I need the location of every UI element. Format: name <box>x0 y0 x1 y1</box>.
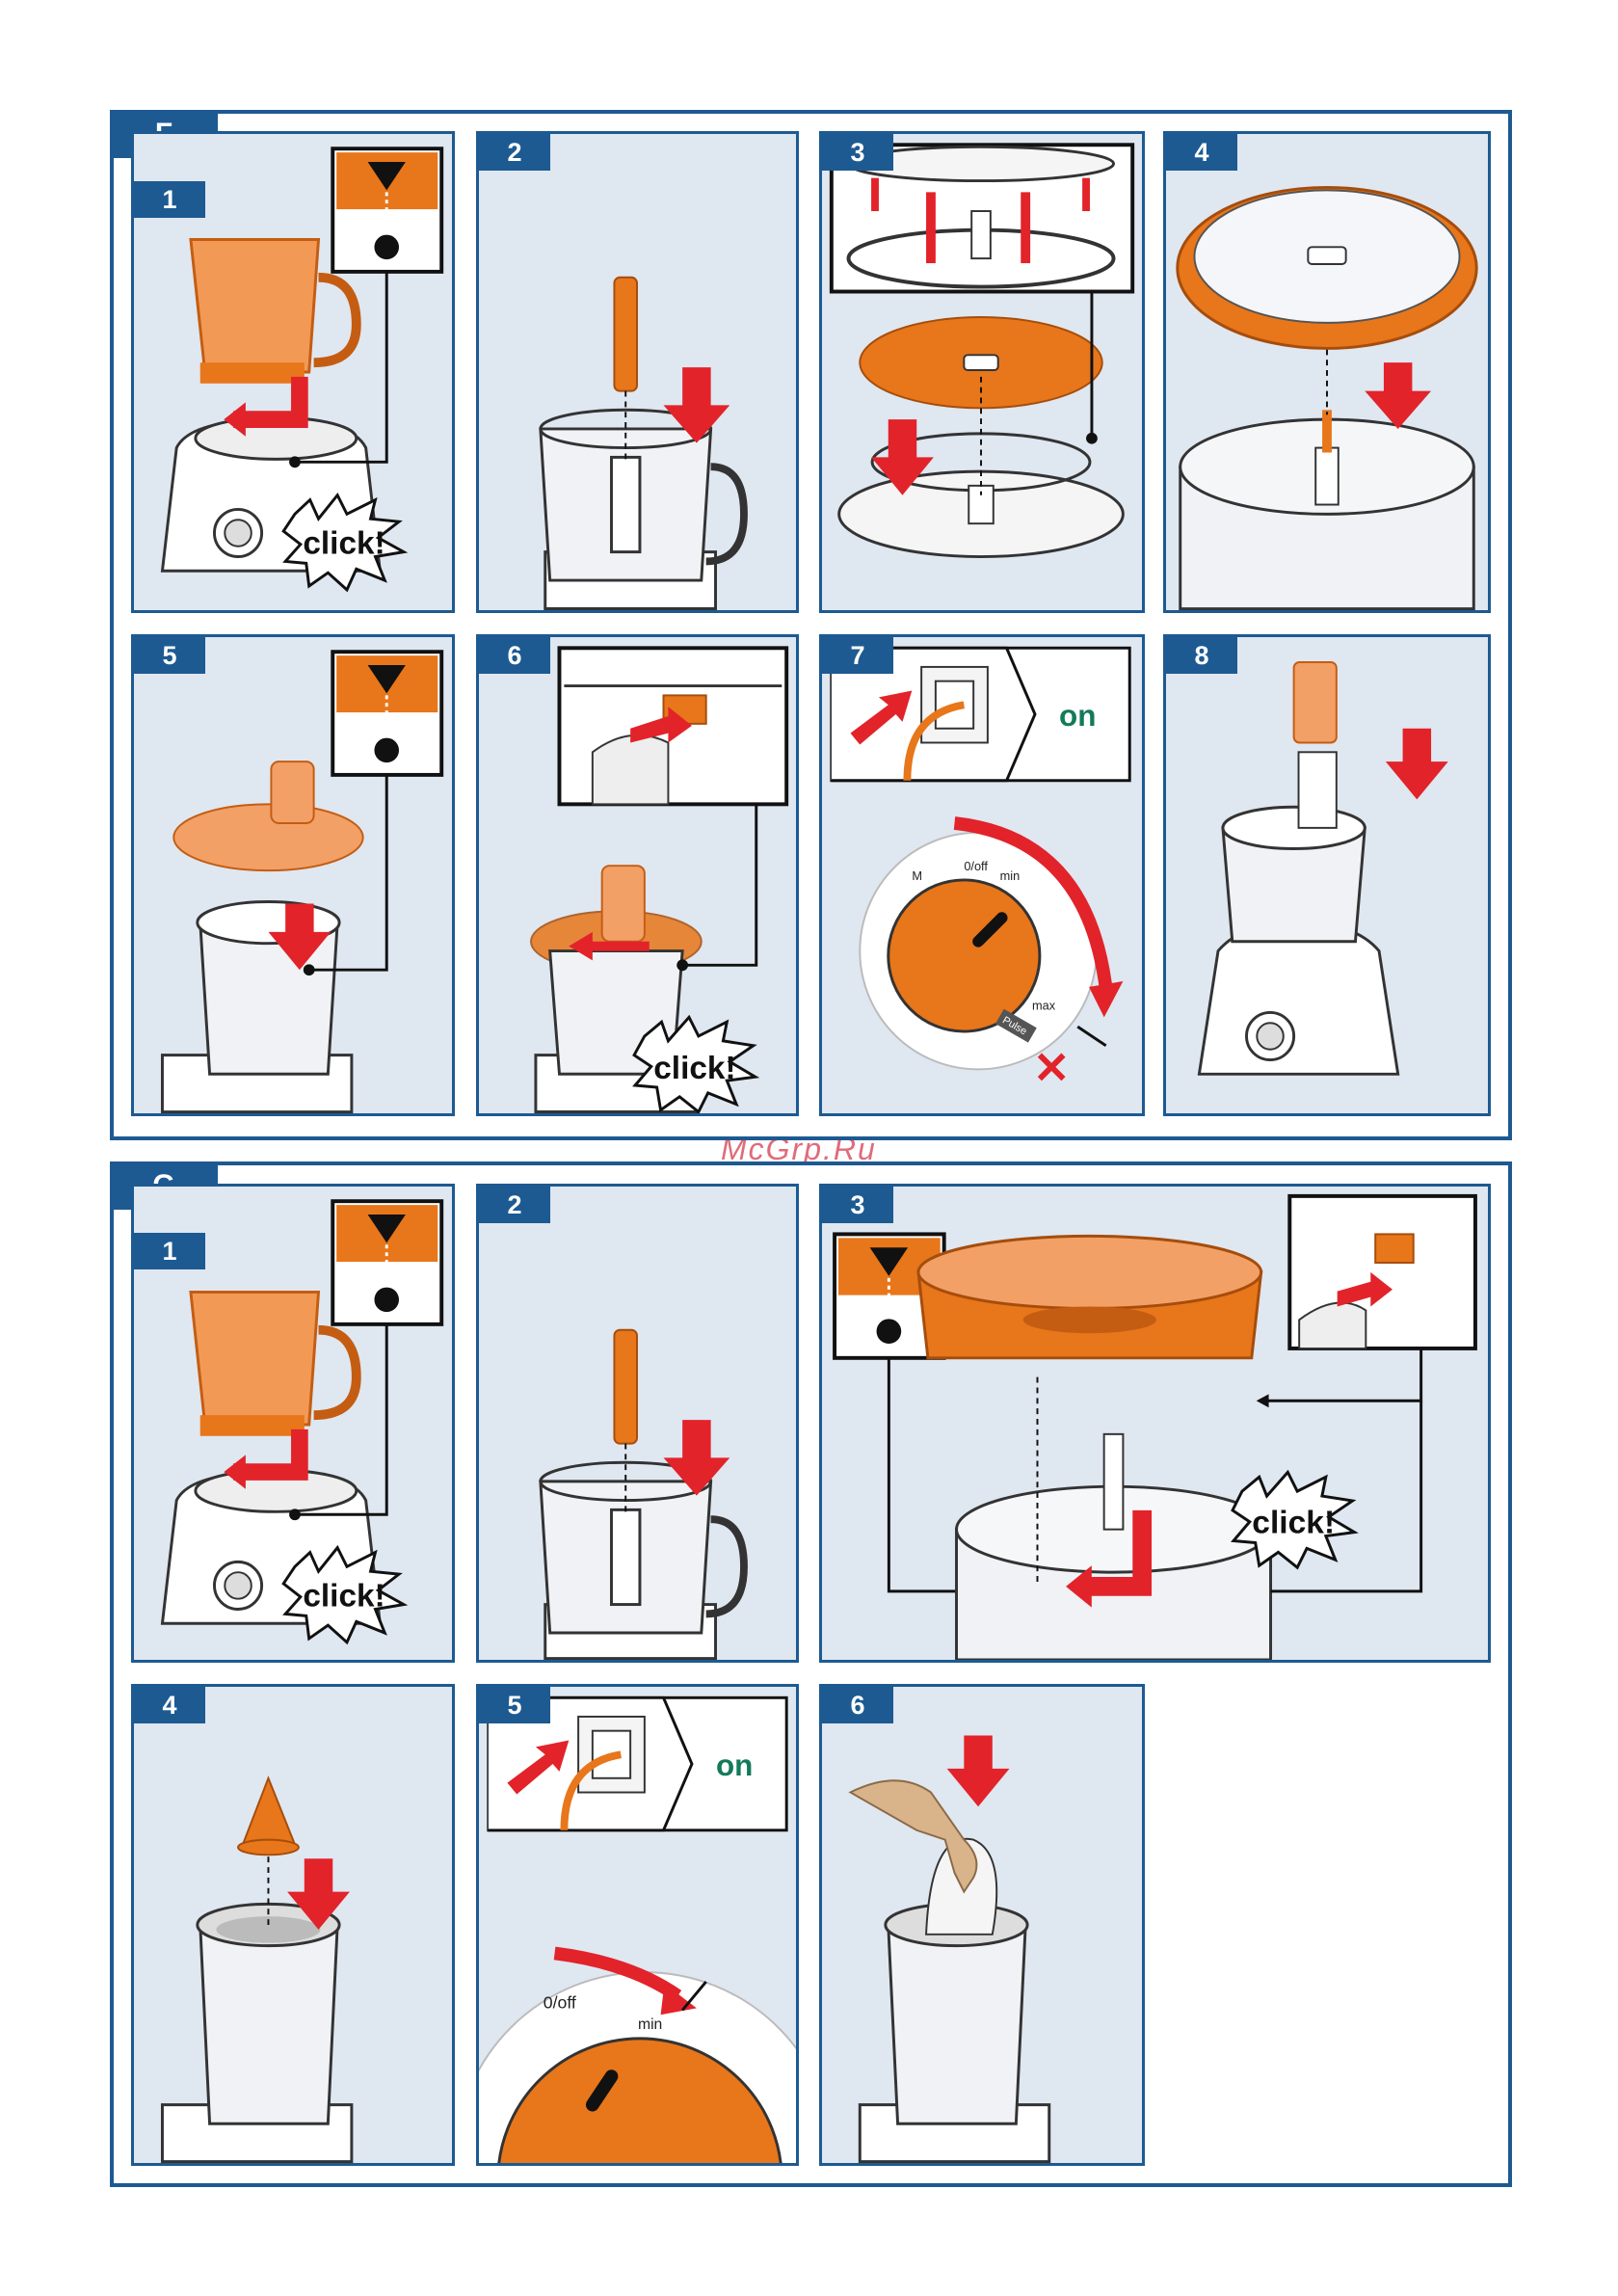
g3-illustration: click! <box>822 1187 1488 1660</box>
dial-min-label: min <box>1000 868 1021 883</box>
f4-illustration <box>1166 134 1488 610</box>
on-label: on <box>716 1749 753 1782</box>
dial-off-label: 0/off <box>964 859 988 873</box>
f6-illustration: click! <box>479 637 796 1113</box>
f2-illustration <box>479 134 796 610</box>
g-step-2: 2 <box>476 1184 799 1663</box>
g-step-4: 4 <box>131 1684 455 2166</box>
dial-m-label: M <box>912 868 922 883</box>
step-number: 1 <box>134 181 205 218</box>
g2-illustration <box>479 1187 796 1660</box>
f-step-7: 7 on 0/off min M max Pulse <box>819 634 1145 1116</box>
g-step-5: 5 on 0/off min <box>476 1684 799 2166</box>
step-number: 3 <box>822 1187 893 1223</box>
step-number: 6 <box>479 637 550 674</box>
f-step-1: 1 click! <box>131 131 455 613</box>
g-step-3: 3 click! <box>819 1184 1491 1663</box>
g6-illustration <box>822 1687 1142 2163</box>
f-step-2: 2 <box>476 131 799 613</box>
f-step-8: 8 <box>1163 634 1491 1116</box>
f-step-3: 3 <box>819 131 1145 613</box>
step-number: 2 <box>479 1187 550 1223</box>
step-number: 4 <box>134 1687 205 1723</box>
g5-illustration: on 0/off min <box>479 1687 796 2163</box>
step-number: 6 <box>822 1687 893 1723</box>
step-number: 7 <box>822 637 893 674</box>
f5-illustration <box>134 637 452 1113</box>
f7-illustration: on 0/off min M max Pulse <box>822 637 1142 1113</box>
click-label: click! <box>303 526 385 562</box>
step-number: 2 <box>479 134 550 171</box>
step-number: 8 <box>1166 637 1237 674</box>
step-number: 5 <box>479 1687 550 1723</box>
dial-off-label: 0/off <box>544 1992 576 2012</box>
g4-illustration <box>134 1687 452 2163</box>
step-number: 3 <box>822 134 893 171</box>
click-label: click! <box>303 1579 385 1615</box>
dial-min-label: min <box>638 2016 662 2033</box>
click-label: click! <box>653 1051 735 1086</box>
g-step-1: 1 click! <box>131 1184 455 1663</box>
click-label: click! <box>1252 1506 1335 1541</box>
f8-illustration <box>1166 637 1488 1113</box>
step-number: 4 <box>1166 134 1237 171</box>
dial-max-label: max <box>1032 998 1056 1012</box>
f3-illustration <box>822 134 1142 610</box>
step-number: 5 <box>134 637 205 674</box>
f-step-6: 6 click! <box>476 634 799 1116</box>
step-number: 1 <box>134 1233 205 1269</box>
f-step-4: 4 <box>1163 131 1491 613</box>
on-label: on <box>1059 699 1096 733</box>
f-step-5: 5 <box>131 634 455 1116</box>
g-step-6: 6 <box>819 1684 1145 2166</box>
